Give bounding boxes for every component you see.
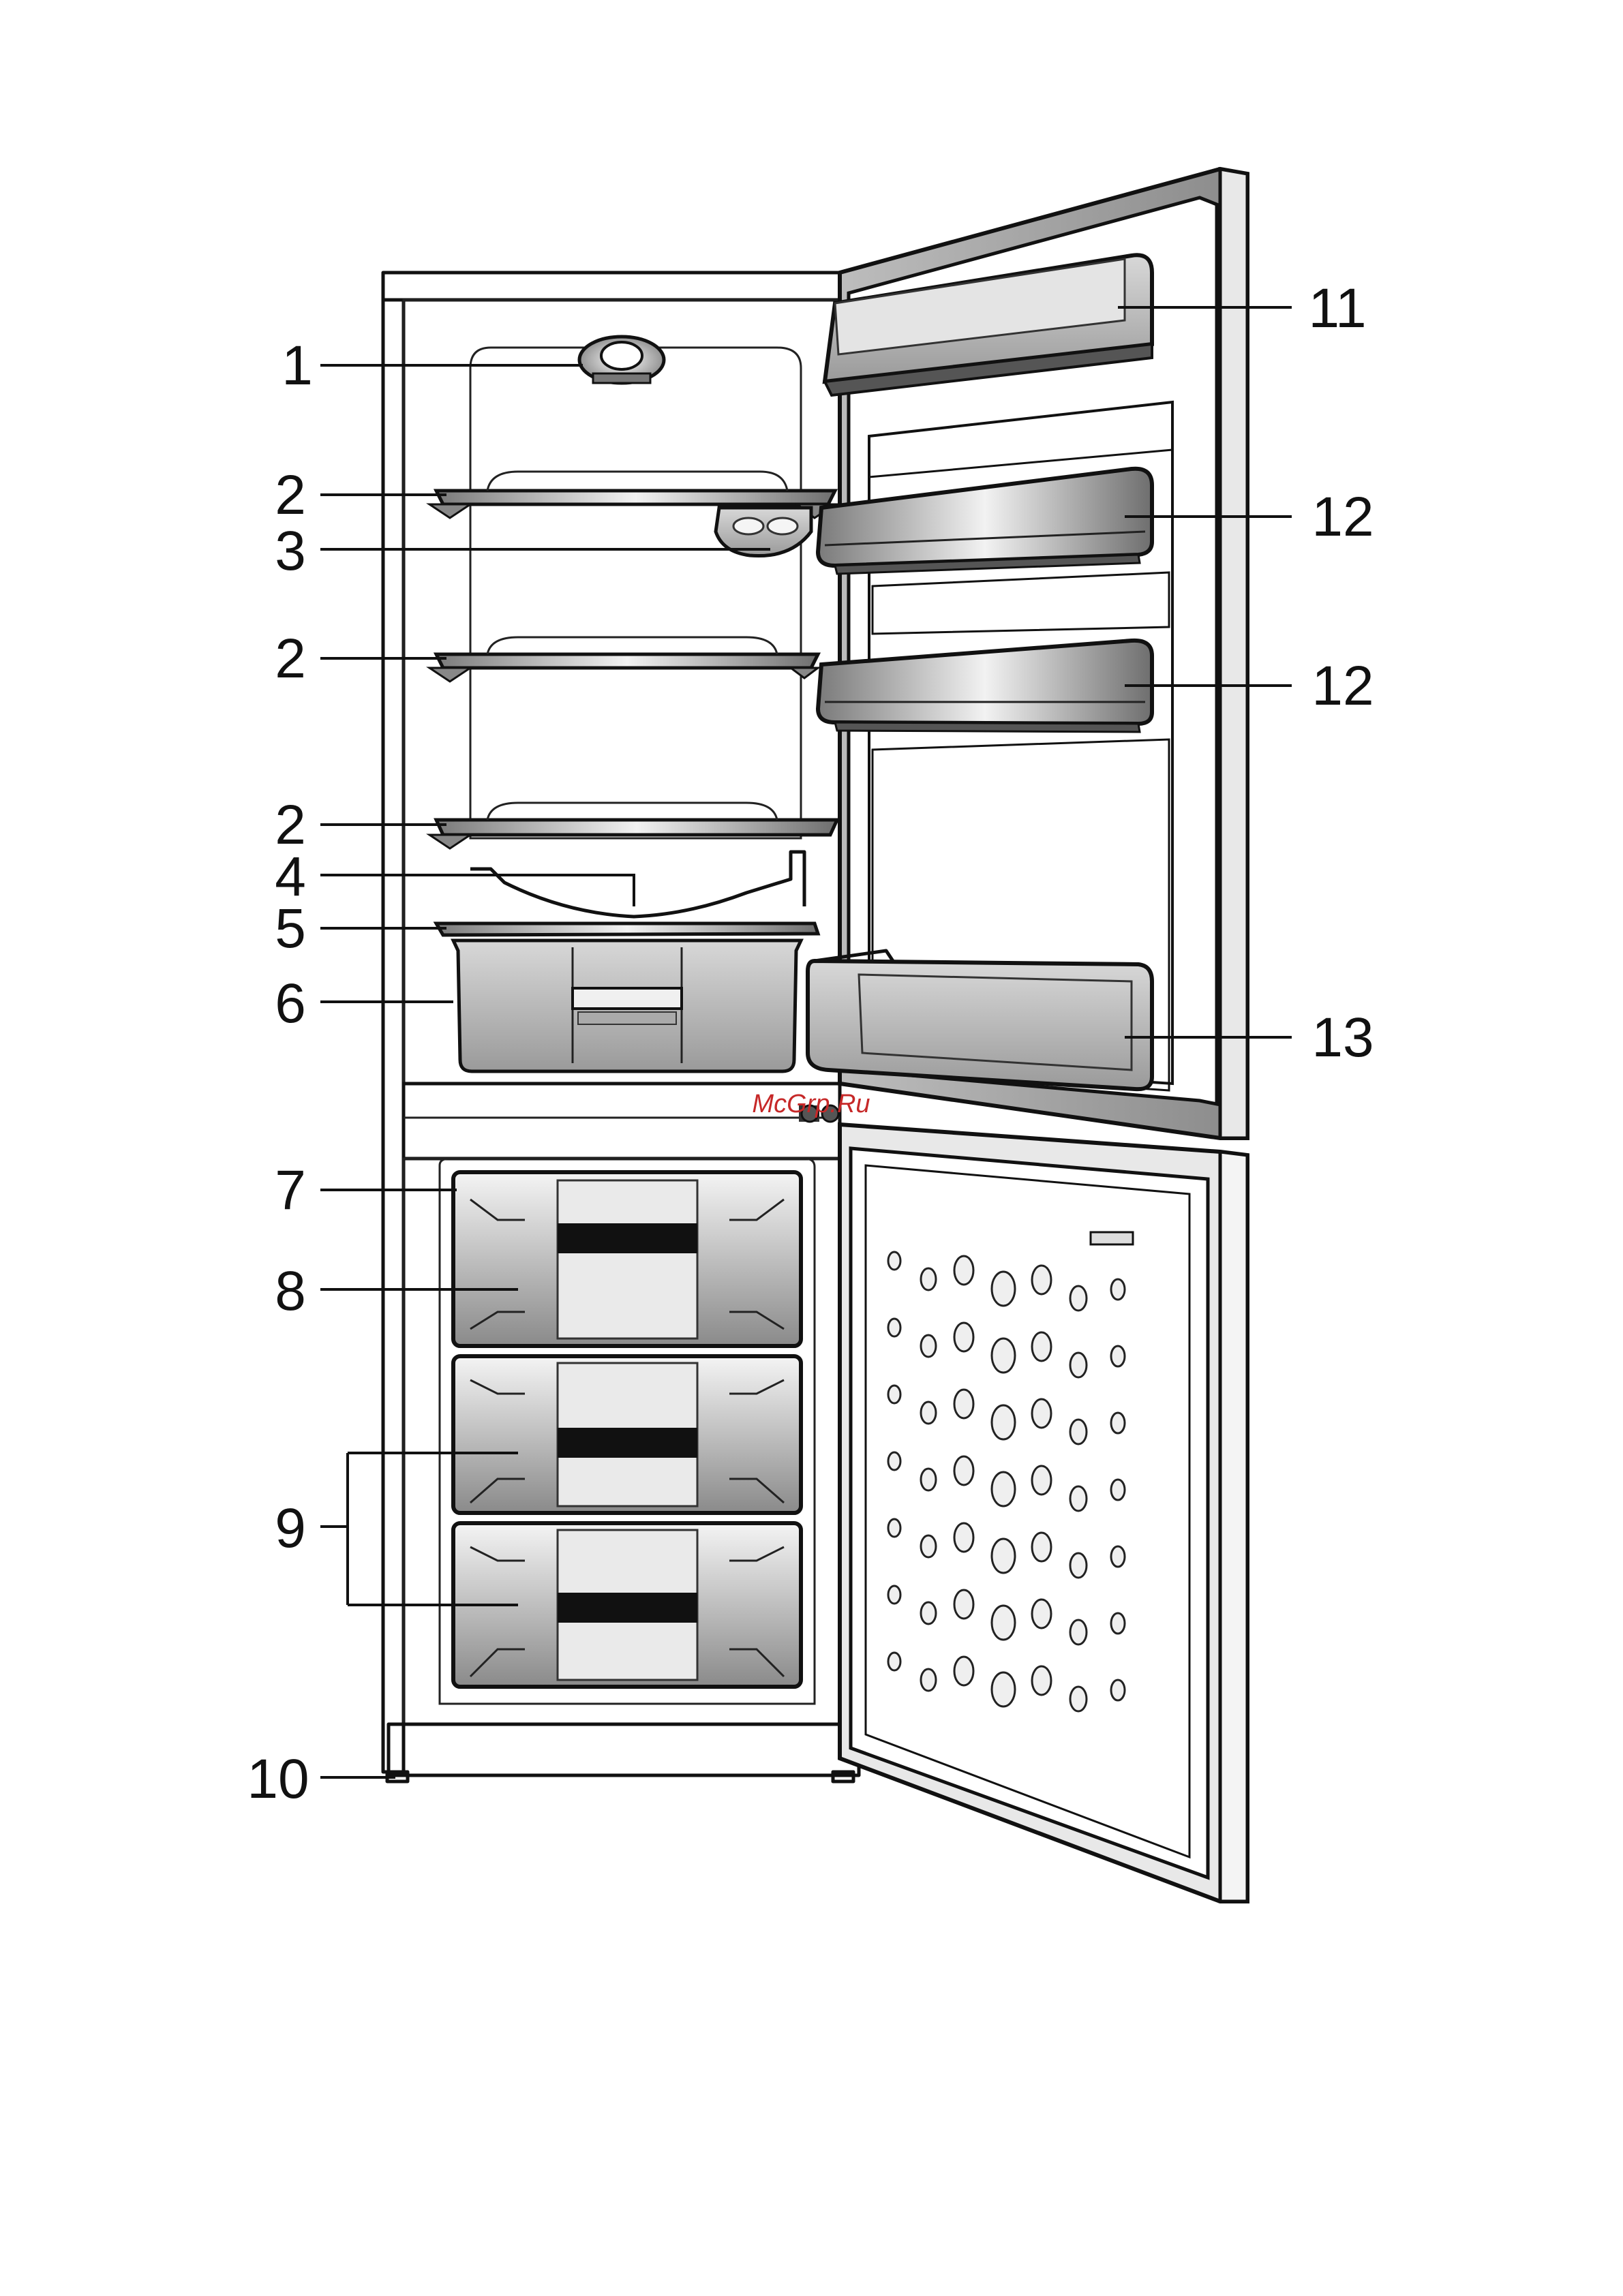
callout-7: 7 [275, 1159, 306, 1221]
dimple [1032, 1399, 1051, 1428]
callout-12: 12 [1311, 655, 1374, 717]
callout-11: 11 [1308, 277, 1366, 339]
dimple [992, 1672, 1015, 1706]
glass-shelf [429, 803, 837, 848]
fridge-door [808, 169, 1247, 1138]
dimple [992, 1472, 1015, 1506]
dimple [1032, 1466, 1051, 1495]
dimple [954, 1256, 973, 1285]
dimple [1032, 1599, 1051, 1628]
dimple [888, 1386, 900, 1403]
dimple [1032, 1533, 1051, 1561]
crisper-drawer [453, 940, 801, 1071]
dimple [921, 1602, 936, 1624]
dimple [1111, 1346, 1125, 1366]
dimple [1070, 1486, 1087, 1511]
crisper-cover-support [470, 852, 804, 917]
light-housing [579, 337, 664, 383]
dimple [888, 1452, 900, 1470]
dimple [1070, 1687, 1087, 1711]
freezer-drawer-middle [453, 1356, 801, 1513]
dimple [1032, 1332, 1051, 1361]
callout-2: 2 [275, 628, 306, 690]
dimple [888, 1319, 900, 1336]
callout-13: 13 [1311, 1007, 1374, 1069]
dimple [921, 1268, 936, 1290]
dimple [921, 1402, 936, 1424]
watermark: McGrp.Ru [752, 1090, 870, 1118]
dimple [888, 1519, 900, 1537]
dimple [954, 1590, 973, 1619]
callout-3: 3 [275, 520, 306, 582]
dimple [921, 1535, 936, 1557]
callout-9: 9 [275, 1497, 306, 1559]
callout-2: 2 [275, 464, 306, 526]
fridge-compartment [429, 337, 837, 1071]
dimple [1111, 1480, 1125, 1500]
bottle-shelf [808, 951, 1152, 1089]
dimple [992, 1338, 1015, 1373]
dimple [1111, 1279, 1125, 1300]
glass-shelf [429, 637, 818, 682]
dimple [1111, 1680, 1125, 1700]
dimple [1032, 1266, 1051, 1294]
dimple [1070, 1420, 1087, 1444]
dimple [921, 1469, 936, 1490]
freezer-compartment [440, 1159, 815, 1704]
dimple [888, 1252, 900, 1270]
freezer-door [840, 1124, 1247, 1901]
dimple [954, 1456, 973, 1485]
dimple [954, 1523, 973, 1552]
dimple [1032, 1666, 1051, 1695]
dimple [992, 1606, 1015, 1640]
callout-8: 8 [275, 1260, 306, 1322]
dimple [888, 1653, 900, 1670]
dimple [954, 1390, 973, 1418]
dimple [1111, 1613, 1125, 1634]
callout-1: 1 [282, 335, 313, 397]
dimple [921, 1669, 936, 1691]
crisper-cover [436, 923, 818, 935]
dimple [992, 1405, 1015, 1439]
dimple [954, 1323, 973, 1351]
dimple [1070, 1553, 1087, 1578]
callout-10: 10 [247, 1748, 309, 1810]
dimple [888, 1586, 900, 1604]
dimple [1070, 1286, 1087, 1311]
dimple [954, 1657, 973, 1685]
dimple [992, 1272, 1015, 1306]
dimple [1070, 1353, 1087, 1377]
callout-6: 6 [275, 973, 306, 1035]
dimple [1111, 1546, 1125, 1567]
dimple [1111, 1413, 1125, 1433]
dimple [1070, 1620, 1087, 1644]
dimple [992, 1539, 1015, 1573]
dimple [921, 1335, 936, 1357]
callout-12: 12 [1311, 486, 1374, 548]
callout-5: 5 [275, 898, 306, 960]
freezer-drawer-top [453, 1172, 801, 1346]
